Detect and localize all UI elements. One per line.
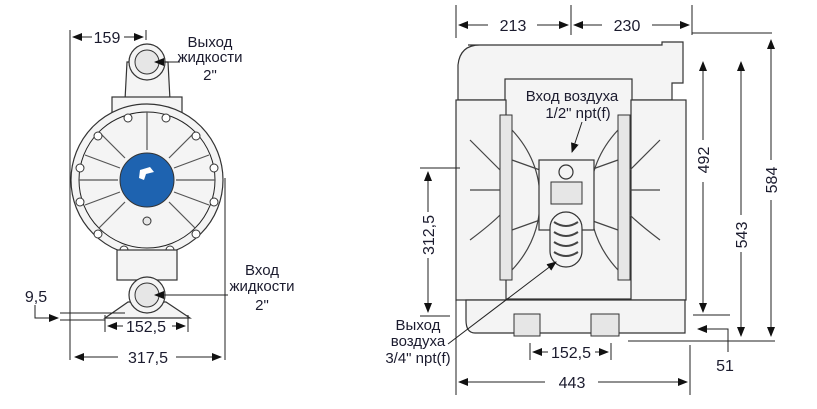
label-line: 3/4" npt(f)	[385, 350, 450, 367]
pump-front-body	[70, 43, 224, 319]
front-view: 159 317,5 152,5 9,5 Выход жидкости 2" Вх…	[25, 30, 295, 367]
side-dimension-lines	[420, 5, 775, 395]
dim-overall-width: 317,5	[128, 350, 168, 367]
label-line: Вход воздуха	[526, 88, 619, 105]
center-disk	[119, 152, 175, 208]
dim-base-height: 9,5	[25, 289, 47, 306]
label-line: жидкости	[178, 49, 243, 66]
label-line: жидкости	[230, 278, 295, 295]
dim-base-spacing: 152,5	[551, 345, 591, 362]
side-view: 213 230 492 543 584 312,5 152,5 443 51 В…	[385, 5, 781, 395]
logo-icon	[139, 167, 154, 180]
front-dimension-lines	[34, 30, 228, 361]
dim-height-to-outlet: 543	[734, 222, 751, 249]
dim-overall-height: 584	[764, 167, 781, 194]
dim-air-exhaust-height: 312,5	[421, 215, 438, 255]
dim-foot-offset: 51	[716, 358, 734, 375]
label-line: Выход	[396, 317, 441, 334]
air-inlet-label: Вход воздуха 1/2" npt(f)	[526, 88, 619, 122]
pump-side-body	[455, 41, 687, 337]
label-line: воздуха	[391, 333, 446, 350]
air-exhaust-label: Выход воздуха 3/4" npt(f)	[385, 317, 450, 367]
dim-overall-width: 443	[559, 375, 586, 392]
dim-right-half: 230	[614, 18, 641, 35]
label-line: 2"	[255, 297, 269, 314]
fluid-inlet-label: Вход жидкости 2"	[230, 262, 295, 314]
label-line: Вход	[245, 262, 279, 279]
label-line: Выход	[188, 34, 233, 51]
dim-outlet-offset: 159	[94, 30, 121, 47]
dim-base-width: 152,5	[126, 319, 166, 336]
dim-height-to-inlet: 492	[696, 147, 713, 174]
fluid-outlet-label: Выход жидкости 2"	[178, 34, 243, 84]
label-line: 1/2" npt(f)	[545, 105, 610, 122]
dim-left-half: 213	[500, 18, 527, 35]
label-line: 2"	[203, 67, 217, 84]
